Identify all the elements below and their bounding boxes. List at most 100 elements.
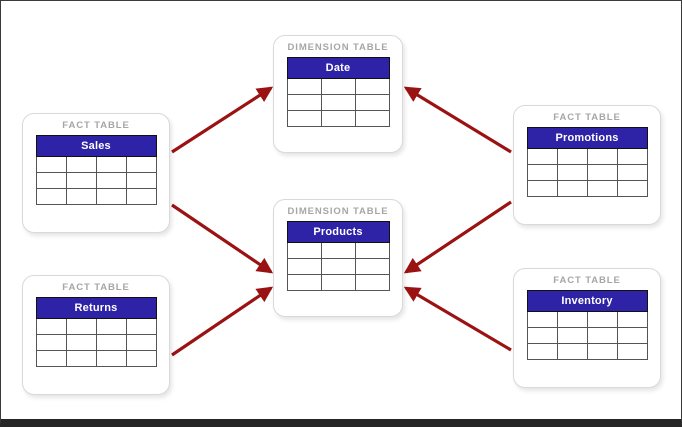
table-card-returns[interactable]: FACT TABLE Returns <box>22 275 170 395</box>
table-cell <box>95 172 127 189</box>
table-row <box>35 188 157 205</box>
table-name-inventory: Inventory <box>526 290 648 312</box>
table-cell <box>125 350 157 367</box>
table-cell <box>586 343 618 360</box>
table-row <box>35 172 157 189</box>
table-cell <box>320 242 356 259</box>
table-cell <box>616 343 648 360</box>
table-cell <box>95 188 127 205</box>
relationship-arrow-promotions-date <box>403 86 512 154</box>
table-name-sales: Sales <box>35 135 157 157</box>
table-row <box>526 164 648 181</box>
table-grid-promotions: Promotions <box>526 127 648 197</box>
table-grid-returns: Returns <box>35 297 157 367</box>
table-card-inventory[interactable]: FACT TABLE Inventory <box>513 268 661 388</box>
table-grid-products: Products <box>286 221 390 291</box>
table-cell <box>125 172 157 189</box>
table-cell <box>65 156 97 173</box>
table-row <box>526 311 648 328</box>
table-cell <box>35 188 67 205</box>
table-cell <box>586 327 618 344</box>
table-cell <box>125 318 157 335</box>
table-row <box>35 156 157 173</box>
table-cell <box>526 148 558 165</box>
table-cell <box>320 78 356 95</box>
table-cell <box>65 350 97 367</box>
table-cell <box>320 274 356 291</box>
table-cell <box>526 311 558 328</box>
table-cell <box>354 94 390 111</box>
table-row <box>286 258 390 275</box>
table-grid-date: Date <box>286 57 390 127</box>
table-cell <box>95 156 127 173</box>
table-row <box>286 94 390 111</box>
table-cell <box>35 334 67 351</box>
table-row <box>35 334 157 351</box>
table-header-row: Inventory <box>526 290 648 312</box>
table-cell <box>526 164 558 181</box>
table-kind-label-products: DIMENSION TABLE <box>287 206 389 217</box>
table-cell <box>286 94 322 111</box>
table-cell <box>616 164 648 181</box>
table-cell <box>526 180 558 197</box>
table-cell <box>286 258 322 275</box>
table-cell <box>65 172 97 189</box>
table-cell <box>526 327 558 344</box>
table-cell <box>556 311 588 328</box>
table-cell <box>35 318 67 335</box>
table-cell <box>616 148 648 165</box>
table-header-row: Date <box>286 57 390 79</box>
table-cell <box>354 110 390 127</box>
table-kind-label-inventory: FACT TABLE <box>553 275 621 286</box>
table-cell <box>286 242 322 259</box>
table-cell <box>35 350 67 367</box>
table-cell <box>616 311 648 328</box>
table-cell <box>556 148 588 165</box>
table-name-products: Products <box>286 221 390 243</box>
relationship-arrow-returns-products <box>171 286 274 357</box>
table-cell <box>586 164 618 181</box>
table-row <box>286 110 390 127</box>
table-kind-label-sales: FACT TABLE <box>62 120 130 131</box>
table-cell <box>65 334 97 351</box>
table-cell <box>354 274 390 291</box>
table-cell <box>65 188 97 205</box>
table-name-returns: Returns <box>35 297 157 319</box>
table-name-date: Date <box>286 57 390 79</box>
table-cell <box>286 110 322 127</box>
table-cell <box>35 156 67 173</box>
table-header-row: Sales <box>35 135 157 157</box>
table-cell <box>65 318 97 335</box>
table-cell <box>556 327 588 344</box>
table-cell <box>586 311 618 328</box>
table-cell <box>616 180 648 197</box>
table-card-sales[interactable]: FACT TABLE Sales <box>22 113 170 233</box>
relationship-arrow-promotions-products <box>403 200 512 274</box>
table-header-row: Returns <box>35 297 157 319</box>
table-cell <box>320 258 356 275</box>
table-grid-sales: Sales <box>35 135 157 205</box>
table-kind-label-returns: FACT TABLE <box>62 282 130 293</box>
table-card-products[interactable]: DIMENSION TABLE Products <box>273 199 403 317</box>
table-row <box>286 242 390 259</box>
table-cell <box>95 334 127 351</box>
table-cell <box>125 188 157 205</box>
table-cell <box>526 343 558 360</box>
table-cell <box>125 334 157 351</box>
table-cell <box>354 258 390 275</box>
table-name-promotions: Promotions <box>526 127 648 149</box>
table-cell <box>320 110 356 127</box>
table-header-row: Promotions <box>526 127 648 149</box>
table-cell <box>95 350 127 367</box>
table-cell <box>556 164 588 181</box>
table-row <box>526 148 648 165</box>
table-row <box>286 274 390 291</box>
table-row <box>35 318 157 335</box>
table-cell <box>286 274 322 291</box>
table-cell <box>95 318 127 335</box>
table-cell <box>320 94 356 111</box>
table-cell <box>286 78 322 95</box>
table-cell <box>586 148 618 165</box>
